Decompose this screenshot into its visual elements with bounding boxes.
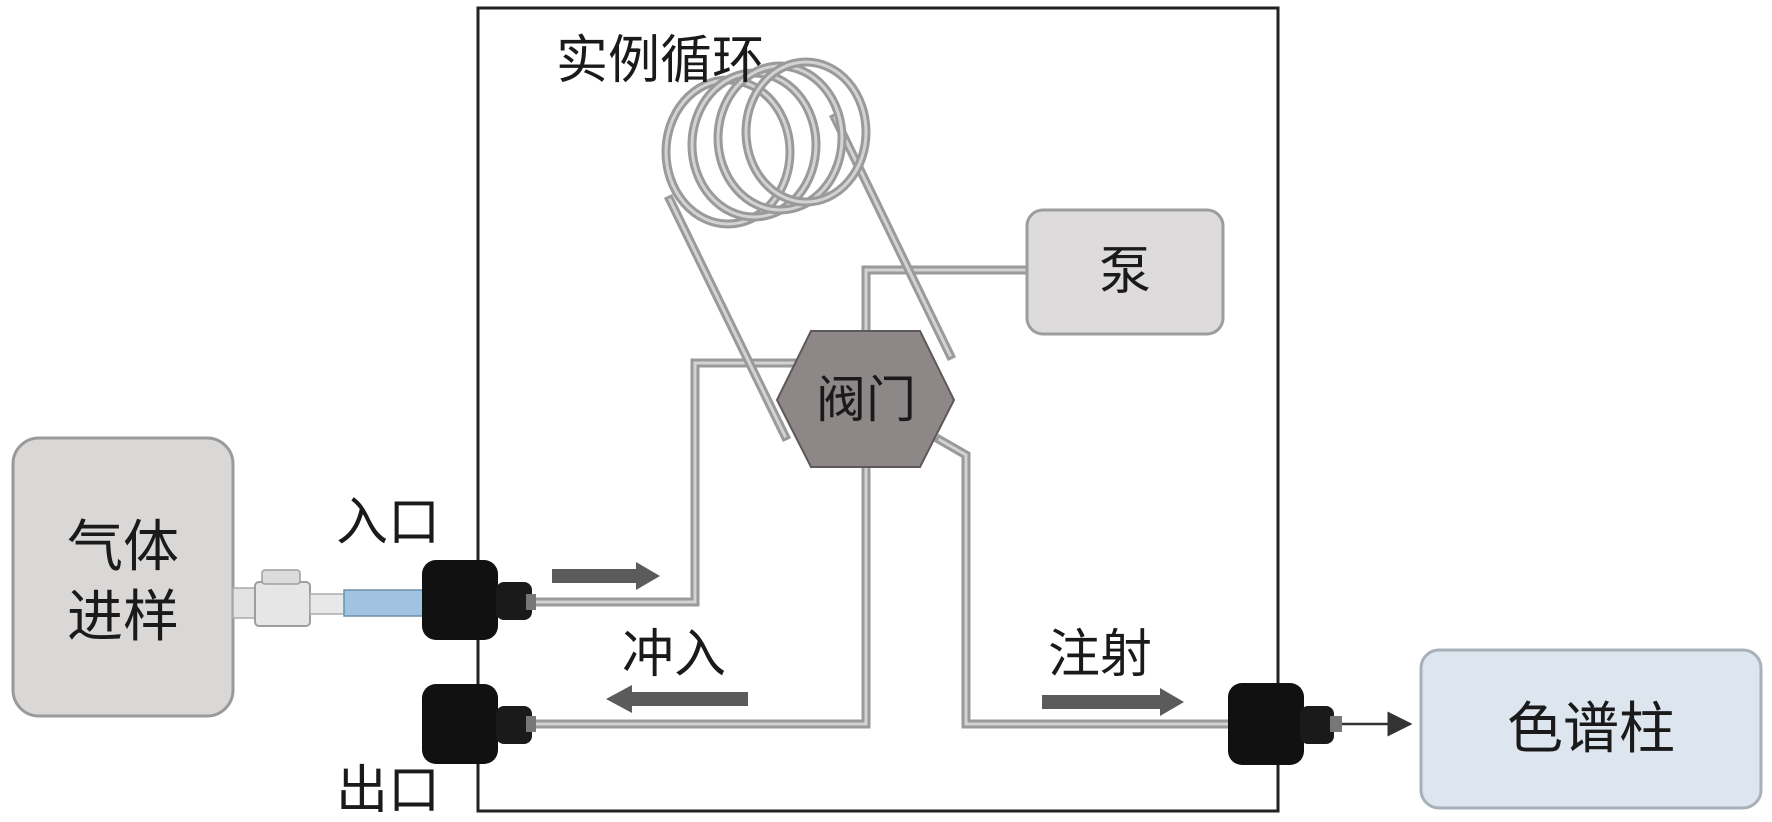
inject-flow-arrow [1042,688,1184,716]
gas-sample-label-line1: 气体 [67,515,179,580]
sample-loop-coil [661,57,871,229]
inject-label: 注射 [1048,625,1152,685]
gas-sample-box [11,436,235,718]
tubing [525,111,1240,729]
pump-label: 泵 [1099,242,1151,302]
column-fitting [1228,683,1342,765]
outlet-label: 出口 [336,761,440,817]
valve-label: 阀门 [816,371,916,429]
inlet-flow-arrow [552,562,660,590]
flush-label: 冲入 [622,625,726,685]
sample-loop-label: 实例循环 [556,31,764,91]
column-label: 色谱柱 [1507,697,1675,762]
instrument-enclosure [476,6,1280,813]
column-box [1419,648,1763,810]
pump-box [1025,208,1225,336]
flush-flow-arrow [606,685,748,713]
inlet-fitting [422,560,536,640]
gas-connector [232,569,425,627]
gas-sample-label-line2: 进样 [67,585,179,650]
valve-hexagon [775,330,956,468]
outlet-fitting [422,684,536,764]
inlet-label: 入口 [336,493,440,553]
